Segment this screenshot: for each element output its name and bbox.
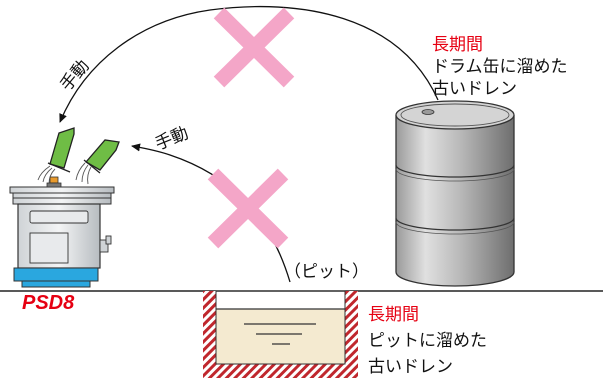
psd8-device-icon (9, 176, 115, 288)
pit-heading: 長期間 (368, 305, 419, 325)
pit-fluid (216, 309, 345, 364)
bucket-icon (37, 127, 75, 185)
cross-mark-icon (207, 168, 289, 249)
manual-label-top: 手動 (57, 56, 94, 95)
pit (203, 290, 358, 378)
manual-arrow-mid (131, 143, 291, 283)
drum-line-2: 古いドレン (432, 79, 517, 99)
bucket-icon (75, 139, 120, 185)
pit-hatch-left (203, 291, 216, 378)
manual-arrow-top (59, 5, 439, 123)
manual-label-mid: 手動 (152, 123, 191, 154)
device-label: PSD8 (22, 292, 75, 314)
pit-line-2: 古いドレン (368, 357, 453, 377)
drum-icon (395, 100, 515, 287)
cross-mark-icon (213, 7, 295, 88)
pit-hatch-right (345, 291, 358, 378)
pit-hatch-bottom (203, 364, 358, 378)
pit-line-1: ピットに溜めた (368, 331, 487, 351)
pit-label: （ピット） (284, 262, 369, 282)
drum-line-1: ドラム缶に溜めた (432, 57, 568, 77)
drum-heading: 長期間 (432, 35, 483, 55)
